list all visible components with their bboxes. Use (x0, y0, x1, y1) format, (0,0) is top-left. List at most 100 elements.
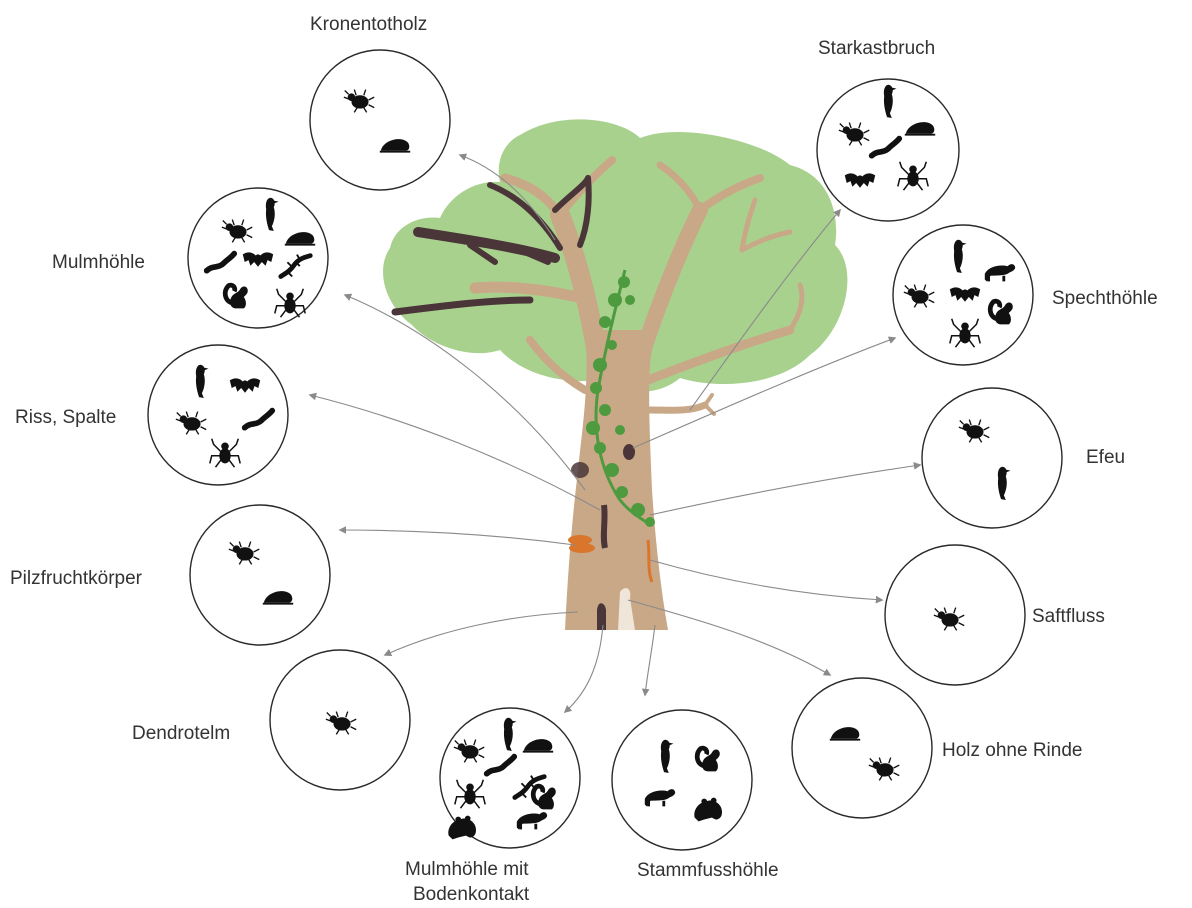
arrow-spechthoehle (632, 336, 897, 449)
arrow-efeu (649, 462, 922, 516)
beetle-icon (221, 219, 253, 243)
beetle-icon (228, 541, 260, 565)
larva-icon (483, 753, 518, 777)
bat-icon (949, 287, 981, 302)
beetle-icon (933, 607, 965, 631)
label-saftfluss: Saftfluss (1032, 606, 1105, 627)
ivy-vine (586, 269, 655, 527)
marten-icon (516, 812, 548, 830)
arrow-mulmhoehle-bodenkontakt (563, 624, 604, 714)
bird-icon (265, 197, 279, 232)
bird-icon (660, 739, 674, 774)
bird-icon (195, 364, 209, 399)
larva-icon (203, 250, 238, 274)
habitat-circle (611, 709, 753, 851)
hollow-opening (571, 462, 589, 478)
habitat-riss-spalte (147, 344, 289, 486)
arrow-riss-spalte (308, 392, 601, 511)
habitat-stammfusshoehle (611, 709, 753, 851)
beetle-icon (868, 757, 900, 781)
squirrel-icon (530, 783, 556, 810)
lizard-icon (512, 774, 547, 800)
habitat-efeu (921, 387, 1063, 529)
spider-icon (274, 288, 306, 318)
arrow-dendrotelm (383, 611, 579, 656)
squirrel-icon (987, 298, 1013, 325)
label-kronentotholz: Kronentotholz (310, 14, 427, 35)
label-dendrotelm: Dendrotelm (132, 723, 230, 744)
arrow-holz-ohne-rinde (627, 599, 832, 676)
habitat-mulmhoehle (187, 187, 329, 329)
habitat-kronentotholz (309, 49, 451, 191)
tree-trunk (565, 330, 668, 630)
habitat-circle (791, 677, 933, 819)
label-starkastbruch: Starkastbruch (818, 38, 935, 59)
arrow-starkastbruch (689, 208, 841, 411)
beetle-icon (175, 411, 207, 435)
label-pilzfruchtkoerper: Pilzfruchtkörper (10, 568, 143, 589)
beetle-icon (325, 711, 357, 735)
snail-icon (829, 727, 861, 741)
label-mulmhoehle-bodenkontakt-line1: Mulmhöhle mit (405, 859, 529, 880)
label-riss-spalte: Riss, Spalte (15, 407, 116, 428)
spider-icon (949, 318, 981, 348)
larva-icon (868, 135, 903, 159)
label-efeu: Efeu (1086, 447, 1125, 468)
arrow-mulmhoehle (343, 293, 586, 491)
label-holz-ohne-rinde: Holz ohne Rinde (942, 740, 1082, 761)
spider-icon (209, 438, 241, 468)
frog-icon (694, 797, 723, 822)
bird-icon (883, 84, 897, 119)
lizard-icon (278, 253, 313, 279)
bird-icon (953, 239, 967, 274)
spider-icon (897, 161, 929, 191)
beetle-icon (343, 89, 375, 113)
label-stammfusshoehle: Stammfusshöhle (637, 860, 779, 881)
bird-icon (503, 717, 517, 752)
basal-hollow (597, 603, 606, 630)
arrow-kronentotholz (458, 153, 556, 241)
beetle-icon (903, 284, 935, 308)
spider-icon (454, 779, 486, 809)
bat-icon (229, 378, 261, 393)
snail-icon (379, 139, 411, 153)
habitat-dendrotelm (269, 649, 411, 791)
bare-wood-patch (618, 588, 635, 630)
larva-icon (241, 407, 276, 431)
arrow-pilzfruchtkoerper (338, 526, 576, 546)
dead-branches (391, 175, 592, 316)
sap-flow (646, 539, 654, 583)
squirrel-icon (222, 282, 248, 309)
arrows (308, 153, 922, 714)
habitat-spechthoehle (892, 224, 1034, 366)
label-mulmhoehle-bodenkontakt-line2: Bodenkontakt (413, 884, 530, 905)
habitat-holz-ohne-rinde (791, 677, 933, 819)
beetle-icon (453, 739, 485, 763)
habitat-mulmhoehle-bodenkontakt (439, 707, 581, 849)
habitat-circles (147, 49, 1063, 851)
beetle-icon (958, 419, 990, 443)
habitat-circle (189, 504, 331, 646)
habitat-labels: Kronentotholz Starkastbruch Mulmhöhle Sp… (10, 14, 1158, 905)
snail-icon (522, 739, 554, 753)
crack (600, 504, 608, 549)
bat-icon (242, 252, 274, 267)
label-mulmhoehle: Mulmhöhle (52, 252, 145, 273)
habitat-starkastbruch (816, 78, 960, 222)
squirrel-icon (694, 745, 720, 772)
habitat-circle (309, 49, 451, 191)
beetle-icon (838, 122, 870, 146)
woodpecker-hole (623, 444, 635, 460)
habitat-pilzfruchtkoerper (189, 504, 331, 646)
bird-icon (997, 466, 1011, 501)
snail-icon (284, 232, 316, 246)
habitat-circle (921, 387, 1063, 529)
bat-icon (844, 173, 876, 188)
frog-icon (448, 815, 477, 840)
marten-icon (644, 789, 676, 807)
habitat-saftfluss (884, 544, 1026, 686)
arrow-stammfusshoehle (641, 624, 656, 697)
bracket-fungus (568, 535, 595, 553)
tree-illustration (383, 119, 848, 630)
